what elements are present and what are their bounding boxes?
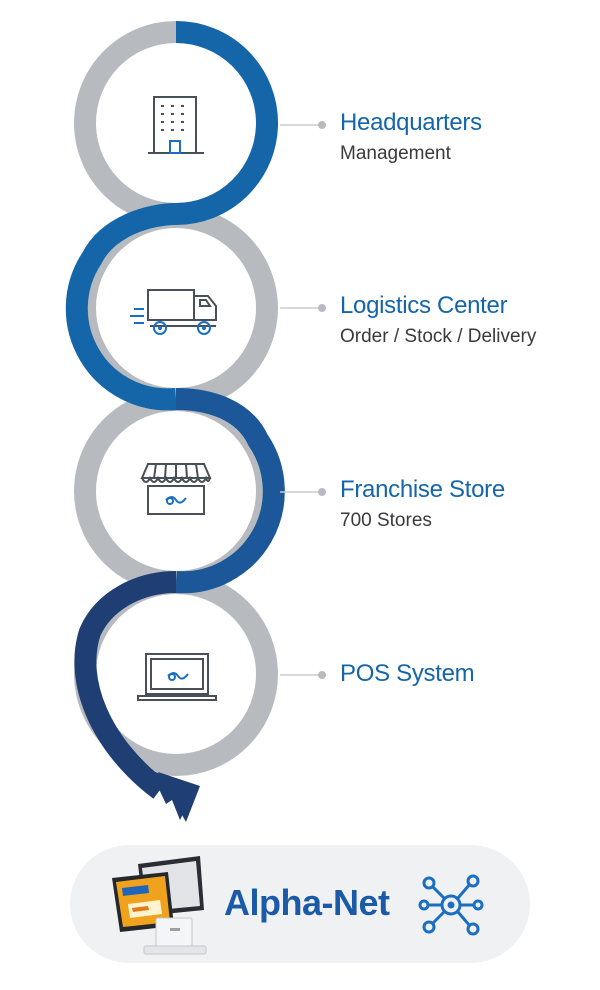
brand-name: Alpha-Net [224, 882, 390, 923]
path-segment-2 [65, 203, 177, 411]
step-title: Logistics Center [340, 292, 508, 319]
storefront-icon [140, 463, 212, 515]
network-hub-icon [418, 874, 484, 936]
step-subtitle: Order / Stock / Delivery [340, 326, 537, 347]
step-subtitle: Management [340, 143, 451, 164]
flow-diagram [65, 21, 326, 822]
leader-lines [280, 124, 318, 676]
path-segment-3 [175, 388, 285, 594]
pos-terminal-icon [112, 856, 207, 955]
flow-arrowhead-tip [158, 772, 200, 822]
delivery-truck-icon [130, 289, 217, 335]
laptop-icon [137, 653, 217, 701]
building-icon [148, 96, 204, 154]
leader-dots [318, 121, 326, 679]
step-logistics-center: Logistics Center Order / Stock / Deliver… [340, 292, 536, 348]
step-title: Headquarters [340, 109, 482, 136]
step-pos-system: POS System [340, 660, 475, 688]
path-segment-1 [175, 21, 279, 225]
step-subtitle: 700 Stores [340, 510, 432, 531]
path-segment-4 [74, 571, 177, 799]
step-franchise-store: Franchise Store 700 Stores [340, 476, 505, 532]
step-title: POS System [340, 660, 475, 687]
step-headquarters: Headquarters Management [340, 109, 482, 165]
step-title: Franchise Store [340, 476, 505, 503]
